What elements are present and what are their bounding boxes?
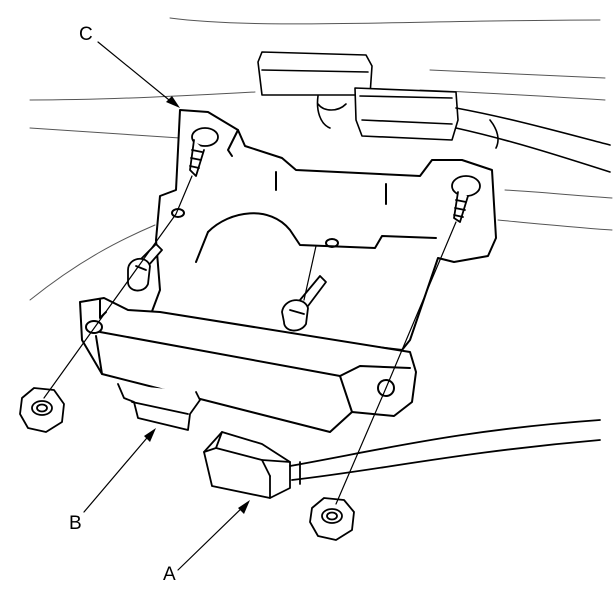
callout-b: B bbox=[69, 513, 82, 534]
connector-a bbox=[203, 419, 601, 499]
alignment-lines bbox=[43, 175, 457, 505]
mounting-bracket bbox=[144, 109, 497, 351]
bolt-upper-left bbox=[189, 127, 219, 177]
callout-a: A bbox=[163, 564, 176, 585]
nut-lower-right bbox=[309, 497, 355, 541]
upper-harness-connector bbox=[257, 51, 611, 173]
control-module-unit bbox=[79, 297, 417, 433]
bolt-upper-right bbox=[451, 175, 481, 223]
leader-arrowheads bbox=[144, 96, 250, 514]
callout-c: C bbox=[79, 24, 93, 45]
module-connector-socket bbox=[117, 383, 201, 431]
nut-lower-left bbox=[19, 387, 65, 433]
bolt-middle-left bbox=[127, 243, 163, 292]
leader-lines bbox=[83, 41, 247, 571]
bolt-middle-center bbox=[281, 275, 327, 332]
